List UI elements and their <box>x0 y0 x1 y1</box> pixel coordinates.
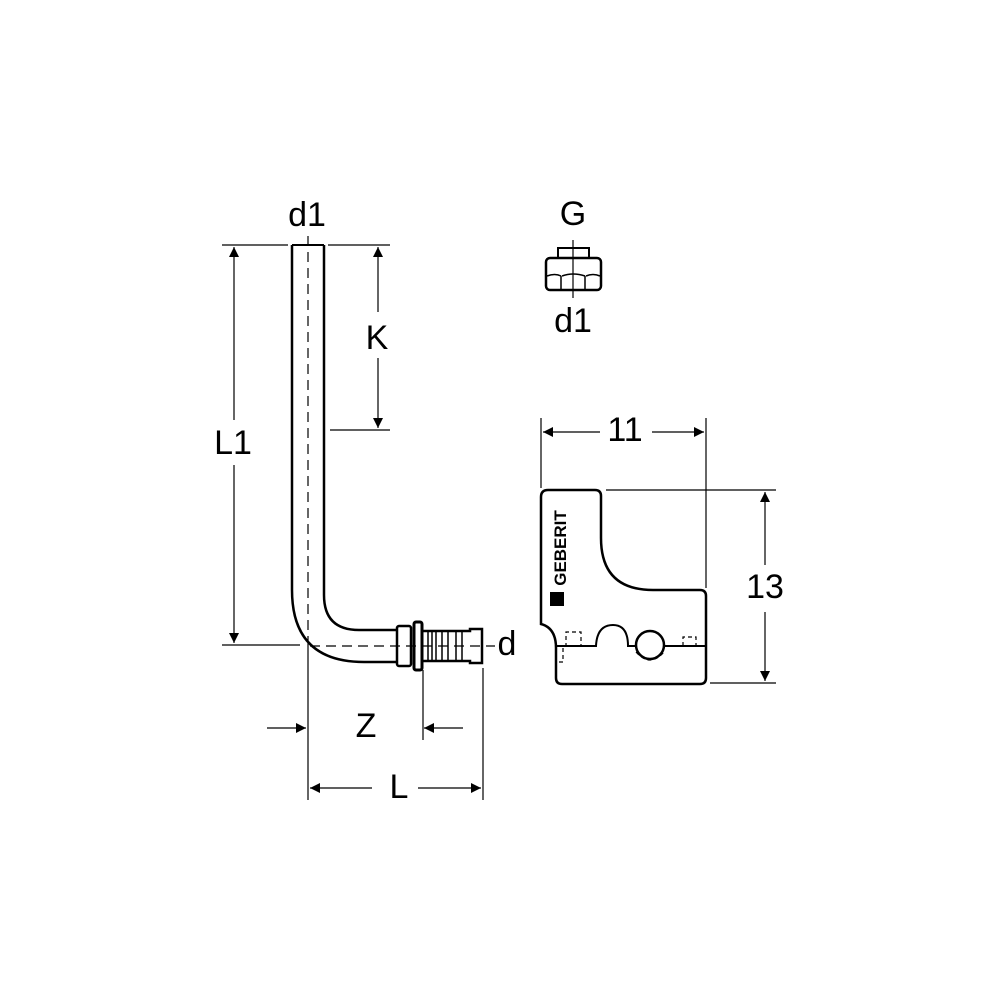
label-L: L <box>390 768 409 806</box>
label-Z: Z <box>356 707 377 745</box>
label-nut-d1: d1 <box>554 302 592 340</box>
label-L1: L1 <box>214 424 252 462</box>
mounting-plate: GEBERIT <box>539 488 708 686</box>
dimension-lines <box>222 244 776 800</box>
label-plate-width: 11 <box>607 411 642 449</box>
press-fitting <box>395 620 484 672</box>
logo-square-icon <box>550 592 564 606</box>
label-pipe-d1: d1 <box>288 196 326 234</box>
threaded-nut <box>544 240 603 298</box>
geberit-logo: GEBERIT <box>551 510 570 586</box>
label-plate-height: 13 <box>746 568 784 606</box>
pipe-elbow <box>290 236 495 664</box>
label-K: K <box>366 319 389 357</box>
label-d: d <box>498 625 517 663</box>
label-nut-G: G <box>560 195 586 233</box>
